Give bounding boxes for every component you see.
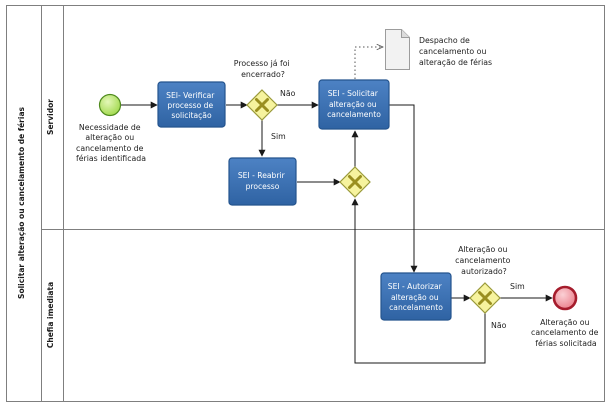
start-label-line-3: cancelamento de [76,144,144,153]
end-label-line-3: férias solicitada [535,339,597,348]
flow-label-sim-2: Sim [510,282,525,291]
task-reabrir-processo[interactable]: SEI - Reabrir processo [228,157,297,206]
task-autorizar-box[interactable] [380,272,452,321]
task-reabrir-box[interactable] [228,157,297,206]
end-label-line-1: Alteração ou [540,318,589,327]
exclusive-x-icon [478,291,492,305]
end-event-circle[interactable] [552,285,578,311]
gateway-autorizado[interactable]: Alteração ou cancelamento autorizado? [455,245,513,314]
start-label-line-1: Necessidade de [79,123,141,132]
gateway-autorizado-line-3: autorizado? [461,267,507,276]
pool: Solicitar alteração ou cancelamento de f… [6,5,605,402]
task-reabrir-label: SEI - Reabrir processo [238,171,287,191]
task-verificar-label: SEI- Verificar processo de solicitação [166,91,217,120]
task-verificar-box[interactable] [157,81,226,128]
flow-solicitar-to-autorizar [389,104,418,273]
end-event[interactable]: Alteração ou cancelamento de férias soli… [531,285,601,348]
task-autorizar-line-3: cancelamento [389,303,443,312]
lane-title-chefia: Chefia imediata [46,282,55,348]
data-object-label: Despacho de cancelamento ou alteração de… [419,36,492,67]
artifact-line-1: Despacho de [419,36,470,45]
task-autorizar-line-1: SEI - Autorizar [388,282,443,291]
gateway-autorizado-label: Alteração ou cancelamento autorizado? [455,245,513,276]
task-autorizar-label: SEI - Autorizar alteração ou cancelament… [388,282,444,312]
task-verificar-processo[interactable]: SEI- Verificar processo de solicitação [157,81,226,128]
task-verificar-line-2: processo de [167,101,213,110]
task-solicitar-label: SEI - Solicitar alteração ou cancelament… [327,89,381,119]
start-event[interactable]: Necessidade de alteração ou cancelamento… [76,93,146,164]
task-solicitar-line-3: cancelamento [327,110,381,119]
exclusive-x-icon [255,98,269,112]
lane-title-servidor: Servidor [46,99,55,135]
task-solicitar-box[interactable] [318,79,390,130]
flow-label-nao-1: Não [280,89,296,98]
flow-gateway-nao-to-merge [351,198,486,364]
flow-label-nao-2: Não [491,321,507,330]
start-event-label: Necessidade de alteração ou cancelamento… [76,123,146,163]
pool-title: Solicitar alteração ou cancelamento de f… [17,107,26,299]
gateway-merge[interactable] [339,166,371,198]
association-solicitar-to-artifact [354,47,383,79]
artifact-line-3: alteração de férias [419,58,492,67]
start-label-line-4: férias identificada [76,154,146,163]
task-autorizar-line-2: alteração ou [391,293,439,302]
task-reabrir-line-2: processo [246,182,280,191]
gateway-autorizado-line-2: cancelamento [455,256,510,265]
gateway-processo-encerrado[interactable]: Processo já foi encerrado? [234,59,292,121]
document-fold-icon [401,29,410,38]
artifact-line-2: cancelamento ou [419,47,486,56]
task-solicitar-line-1: SEI - Solicitar [328,89,379,98]
task-verificar-line-3: solicitação [171,111,212,120]
task-verificar-line-1: SEI- Verificar [166,91,215,100]
gateway-encerrado-label: Processo já foi encerrado? [234,59,292,79]
task-reabrir-line-1: SEI - Reabrir [238,171,286,180]
gateway-encerrado-line-2: encerrado? [241,70,285,79]
start-label-line-2: alteração ou [85,133,134,142]
flow-label-sim-1: Sim [271,132,286,141]
gateway-encerrado-line-1: Processo já foi [234,59,290,68]
document-icon[interactable] [385,29,410,70]
sequence-flows [121,47,553,364]
start-event-circle[interactable] [98,93,122,117]
data-object-despacho[interactable]: Despacho de cancelamento ou alteração de… [385,29,493,70]
task-solicitar-alteracao[interactable]: SEI - Solicitar alteração ou cancelament… [318,79,390,130]
end-label-line-2: cancelamento de [531,328,599,337]
task-autorizar-alteracao[interactable]: SEI - Autorizar alteração ou cancelament… [380,272,452,321]
end-event-label: Alteração ou cancelamento de férias soli… [531,318,601,348]
task-solicitar-line-2: alteração ou [329,100,377,109]
exclusive-x-icon [348,175,362,189]
gateway-autorizado-line-1: Alteração ou [458,245,507,254]
